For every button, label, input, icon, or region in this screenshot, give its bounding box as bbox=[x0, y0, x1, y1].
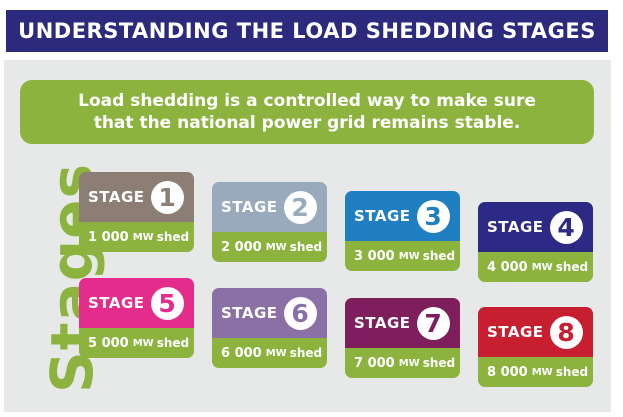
mw-value: 8 000 bbox=[487, 364, 528, 380]
mw-unit: MW bbox=[265, 347, 287, 359]
mw-value: 4 000 bbox=[487, 259, 528, 275]
stage-card-8: STAGE 8 8 000 MW shed bbox=[478, 307, 593, 387]
stage-card-header: STAGE 2 bbox=[212, 182, 327, 232]
mw-value: 2 000 bbox=[221, 239, 262, 255]
stage-amount: 1 000 MW shed bbox=[79, 222, 194, 252]
stage-number-badge: 6 bbox=[283, 296, 317, 330]
stage-number-badge: 3 bbox=[416, 199, 450, 233]
mw-shed-label: shed bbox=[555, 365, 589, 379]
mw-value: 1 000 bbox=[88, 229, 129, 245]
mw-unit: MW bbox=[132, 337, 154, 349]
stage-label: STAGE bbox=[354, 314, 411, 332]
mw-value: 5 000 bbox=[88, 335, 129, 351]
stage-amount: 6 000 MW shed bbox=[212, 338, 327, 368]
stage-amount: 7 000 MW shed bbox=[345, 348, 460, 378]
stage-number-badge: 7 bbox=[416, 306, 450, 340]
mw-shed-label: shed bbox=[555, 260, 589, 274]
mw-shed-label: shed bbox=[422, 249, 456, 263]
mw-unit: MW bbox=[398, 250, 420, 262]
stage-label: STAGE bbox=[221, 198, 278, 216]
banner-line-2: that the national power grid remains sta… bbox=[93, 113, 521, 133]
stage-label: STAGE bbox=[88, 294, 145, 312]
mw-value: 6 000 bbox=[221, 345, 262, 361]
intro-banner: Load shedding is a controlled way to mak… bbox=[20, 80, 594, 144]
header-bar: UNDERSTANDING THE LOAD SHEDDING STAGES bbox=[6, 10, 608, 52]
mw-shed-label: shed bbox=[289, 346, 323, 360]
stage-number-badge: 2 bbox=[283, 190, 317, 224]
stage-number-badge: 8 bbox=[549, 315, 583, 349]
stage-card-2: STAGE 2 2 000 MW shed bbox=[212, 182, 327, 262]
stage-card-header: STAGE 6 bbox=[212, 288, 327, 338]
stage-card-header: STAGE 1 bbox=[79, 172, 194, 222]
stage-label: STAGE bbox=[487, 323, 544, 341]
stage-number-badge: 5 bbox=[150, 286, 184, 320]
mw-unit: MW bbox=[398, 357, 420, 369]
stage-label: STAGE bbox=[487, 218, 544, 236]
stage-card-7: STAGE 7 7 000 MW shed bbox=[345, 298, 460, 378]
mw-unit: MW bbox=[531, 366, 553, 378]
stage-card-header: STAGE 3 bbox=[345, 191, 460, 241]
mw-shed-label: shed bbox=[156, 230, 190, 244]
mw-unit: MW bbox=[531, 261, 553, 273]
mw-unit: MW bbox=[265, 241, 287, 253]
stage-amount: 5 000 MW shed bbox=[79, 328, 194, 358]
stage-label: STAGE bbox=[221, 304, 278, 322]
stage-amount: 3 000 MW shed bbox=[345, 241, 460, 271]
mw-value: 3 000 bbox=[354, 248, 395, 264]
stage-amount: 4 000 MW shed bbox=[478, 252, 593, 282]
stage-card-6: STAGE 6 6 000 MW shed bbox=[212, 288, 327, 368]
stage-number-badge: 1 bbox=[150, 180, 184, 214]
mw-shed-label: shed bbox=[289, 240, 323, 254]
page-title: UNDERSTANDING THE LOAD SHEDDING STAGES bbox=[18, 19, 596, 43]
stage-amount: 2 000 MW shed bbox=[212, 232, 327, 262]
mw-shed-label: shed bbox=[156, 336, 190, 350]
banner-line-1: Load shedding is a controlled way to mak… bbox=[78, 91, 536, 111]
stage-card-4: STAGE 4 4 000 MW shed bbox=[478, 202, 593, 282]
stage-number-badge: 4 bbox=[549, 210, 583, 244]
stage-card-header: STAGE 5 bbox=[79, 278, 194, 328]
mw-shed-label: shed bbox=[422, 356, 456, 370]
stage-card-header: STAGE 8 bbox=[478, 307, 593, 357]
mw-unit: MW bbox=[132, 231, 154, 243]
stage-amount: 8 000 MW shed bbox=[478, 357, 593, 387]
stage-label: STAGE bbox=[88, 188, 145, 206]
stage-card-header: STAGE 7 bbox=[345, 298, 460, 348]
stage-label: STAGE bbox=[354, 207, 411, 225]
stage-card-1: STAGE 1 1 000 MW shed bbox=[79, 172, 194, 252]
stage-card-5: STAGE 5 5 000 MW shed bbox=[79, 278, 194, 358]
stage-card-header: STAGE 4 bbox=[478, 202, 593, 252]
mw-value: 7 000 bbox=[354, 355, 395, 371]
stage-card-3: STAGE 3 3 000 MW shed bbox=[345, 191, 460, 271]
